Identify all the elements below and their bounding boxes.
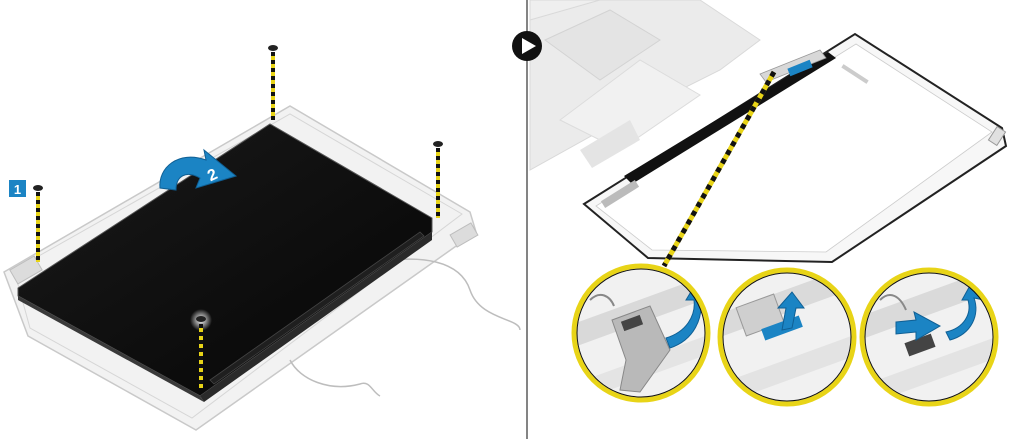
screw-icon (196, 316, 206, 322)
screw-icon (433, 141, 443, 147)
play-circle-icon (512, 31, 542, 61)
cable-tape-callout (571, 263, 711, 403)
bottom-left-screw (33, 185, 43, 262)
connector-disconnect-callout (859, 267, 999, 407)
top-left-screw (268, 45, 278, 120)
faded-back-cover (529, 0, 761, 171)
left-panel: 2 1 (3, 45, 521, 431)
step-badge-1: 1 (9, 180, 26, 197)
screw-icon (268, 45, 278, 51)
curved-arrow-icon (895, 311, 942, 341)
curved-arrow-icon (945, 281, 986, 341)
rotate-arrow-2: 2 (159, 148, 238, 191)
callout-pointer (661, 70, 777, 268)
left-hinge (9, 255, 43, 285)
screw-icon (33, 185, 43, 191)
bottom-right-screw (190, 309, 212, 388)
top-right-screw (433, 141, 443, 218)
curved-arrow-icon (159, 148, 238, 191)
connector-latch-callout (717, 267, 857, 407)
right-panel (512, 0, 1008, 407)
step-number-1: 1 (14, 182, 21, 197)
display-cable (379, 258, 521, 331)
curved-arrow-icon (776, 291, 805, 331)
right-hinge (449, 222, 479, 248)
